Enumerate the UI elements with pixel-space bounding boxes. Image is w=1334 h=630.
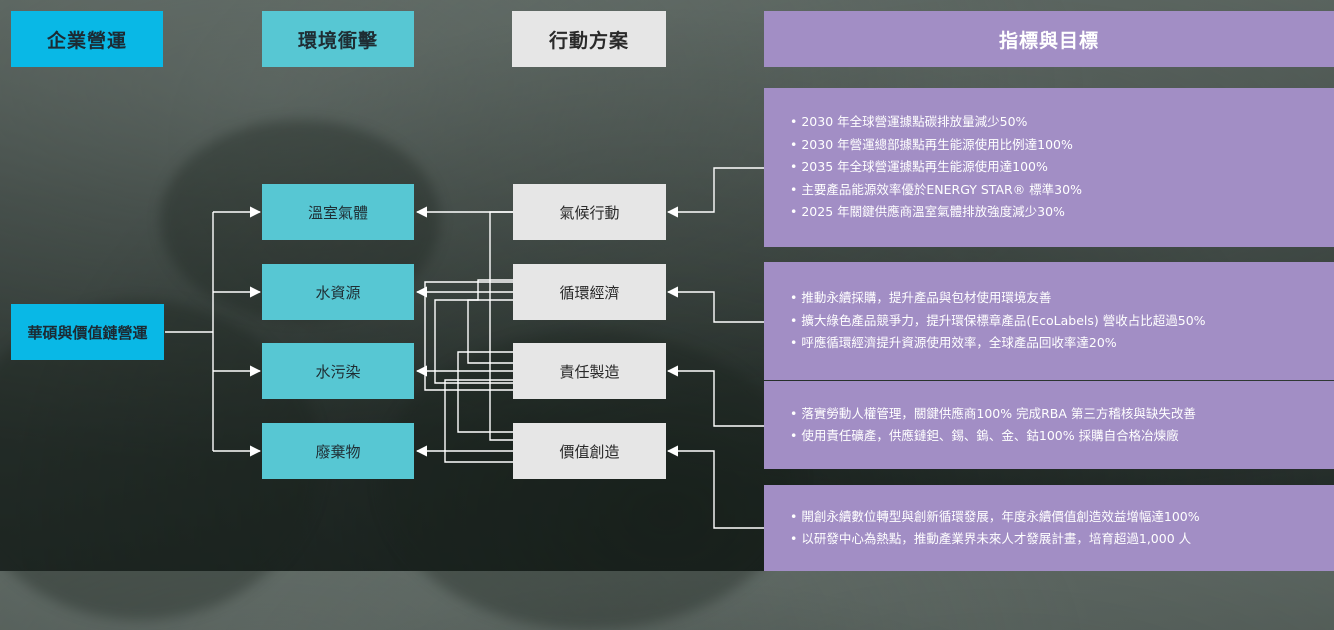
impact-node-water: 水資源 bbox=[262, 264, 414, 320]
header-impact: 環境衝擊 bbox=[262, 11, 414, 67]
target-box-climate: 2030 年全球營運據點碳排放量減少50% 2030 年營運總部據點再生能源使用… bbox=[764, 88, 1334, 247]
target-line: 以研發中心為熱點，推動產業界未來人才發展計畫，培育超過1,000 人 bbox=[790, 528, 1334, 551]
action-node-climate: 氣候行動 bbox=[513, 184, 666, 240]
header-action: 行動方案 bbox=[512, 11, 666, 67]
connector-line bbox=[424, 281, 513, 391]
target-line: 擴大綠色產品競爭力，提升環保標章產品(EcoLabels) 營收占比超過50% bbox=[790, 310, 1334, 333]
source-node: 華碩與價值鏈營運 bbox=[11, 304, 164, 360]
target-line: 2025 年關鍵供應商溫室氣體排放強度減少30% bbox=[790, 201, 1334, 224]
impact-node-waste: 廢棄物 bbox=[262, 423, 414, 479]
target-line: 落實勞動人權管理，關鍵供應商100% 完成RBA 第三方稽核與缺失改善 bbox=[790, 403, 1334, 426]
connector-line bbox=[666, 365, 764, 427]
target-box-value: 開創永續數位轉型與創新循環發展，年度永續價值創造效益增幅達100% 以研發中心為… bbox=[764, 485, 1334, 571]
connector-line bbox=[457, 351, 513, 433]
header-operations: 企業營運 bbox=[11, 11, 163, 67]
target-line: 2030 年營運總部據點再生能源使用比例達100% bbox=[790, 134, 1334, 157]
action-node-value: 價值創造 bbox=[513, 423, 666, 479]
connector-line bbox=[467, 299, 513, 364]
target-line: 主要產品能源效率優於ENERGY STAR® 標準30% bbox=[790, 179, 1334, 202]
action-node-responsible: 責任製造 bbox=[513, 343, 666, 399]
target-line: 開創永續數位轉型與創新循環發展，年度永續價值創造效益增幅達100% bbox=[790, 506, 1334, 529]
target-line: 2035 年全球營運據點再生能源使用達100% bbox=[790, 156, 1334, 179]
connector-line bbox=[666, 167, 764, 218]
action-node-circular: 循環經濟 bbox=[513, 264, 666, 320]
target-box-circular: 推動永續採購，提升產品與包材使用環境友善 擴大綠色產品競爭力，提升環保標章產品(… bbox=[764, 262, 1334, 380]
target-line: 2030 年全球營運據點碳排放量減少50% bbox=[790, 111, 1334, 134]
target-line: 使用責任礦產，供應鏈鉭、錫、鎢、金、鈷100% 採購自合格冶煉廠 bbox=[790, 425, 1334, 448]
connector-line bbox=[489, 211, 513, 441]
target-line: 呼應循環經濟提升資源使用效率，全球產品回收率達20% bbox=[790, 332, 1334, 355]
connector-line bbox=[434, 279, 513, 384]
target-line: 推動永續採購，提升產品與包材使用環境友善 bbox=[790, 287, 1334, 310]
connector-line bbox=[666, 286, 764, 323]
connector-lines bbox=[249, 167, 764, 529]
target-box-responsible: 落實勞動人權管理，關鍵供應商100% 完成RBA 第三方稽核與缺失改善 使用責任… bbox=[764, 381, 1334, 469]
impact-node-water-pollution: 水污染 bbox=[262, 343, 414, 399]
connector-line bbox=[666, 445, 764, 529]
impact-node-ghg: 溫室氣體 bbox=[262, 184, 414, 240]
header-targets: 指標與目標 bbox=[764, 11, 1334, 67]
connector-line bbox=[444, 379, 513, 463]
